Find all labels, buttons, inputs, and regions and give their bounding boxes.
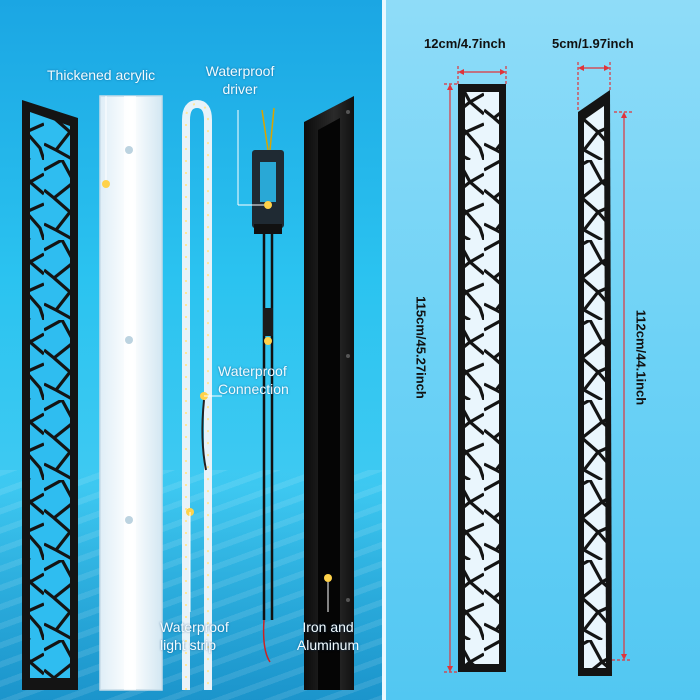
label-line: Aluminum (296, 637, 360, 653)
label-thickened-acrylic: Thickened acrylic (47, 67, 156, 83)
label-iron-and-aluminum: Iron and Aluminum (288, 618, 368, 654)
callout-lines (105, 96, 329, 612)
label-line: light strip (160, 637, 217, 653)
label-line: Connection (218, 381, 289, 397)
waterproof-driver (252, 107, 284, 663)
dim-small-width: 5cm/1.97inch (552, 36, 634, 51)
label-waterproof-driver: Waterproof driver (198, 62, 282, 98)
label-waterproof-light-strip: Waterproof light strip (160, 618, 229, 654)
callout-dot (102, 180, 110, 188)
acrylic-diffuser (99, 95, 163, 691)
label-waterproof-connection: Waterproof Connection (218, 362, 289, 398)
label-line: Waterproof (205, 63, 275, 79)
dim-small-height: 112cm/44.1inch (633, 309, 649, 406)
dim-large-width: 12cm/4.7inch (424, 36, 506, 51)
dimensions-panel (384, 0, 700, 700)
label-line: Iron and (302, 619, 354, 635)
small-panel-drawing (578, 90, 612, 676)
label-line: Waterproof (218, 363, 287, 379)
metal-frame (304, 96, 354, 690)
dim-large-height: 115cm/45.27inch (413, 296, 429, 399)
led-strip (182, 99, 212, 690)
decorative-panel (22, 100, 78, 690)
large-panel-drawing (458, 84, 506, 672)
label-line: Waterproof (160, 619, 229, 635)
dimension-lines (444, 62, 632, 673)
label-line: driver (222, 81, 258, 97)
panel-divider (382, 0, 386, 700)
